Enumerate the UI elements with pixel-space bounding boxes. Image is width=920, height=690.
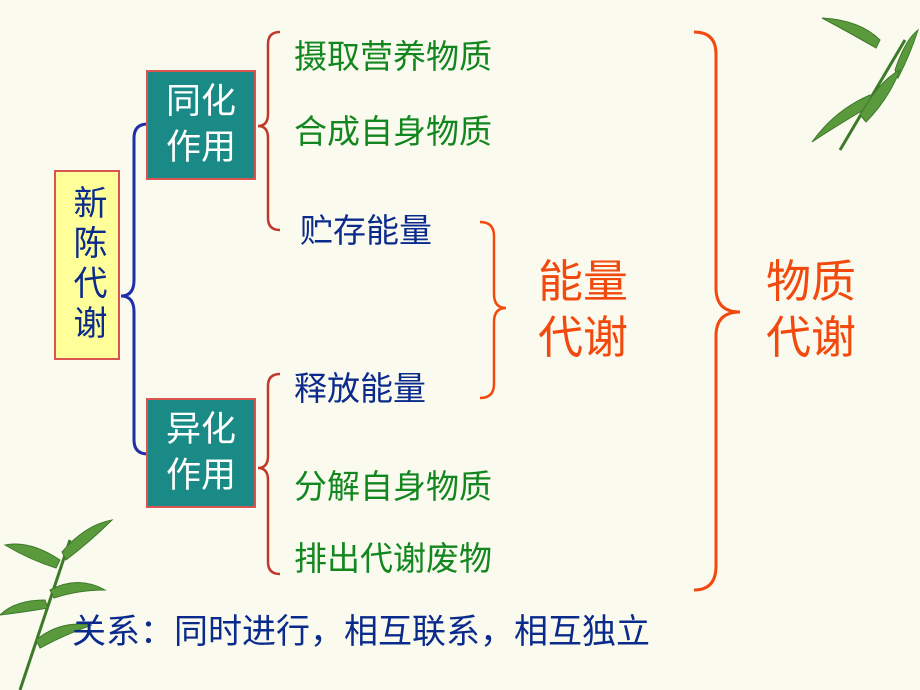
item-synthesize-substances: 合成自身物质 — [294, 112, 492, 151]
energy-metabolism-label: 能量 代谢 — [528, 254, 638, 366]
anabolism-box: 同化 作用 — [146, 70, 256, 180]
item-excrete-waste: 排出代谢废物 — [294, 539, 492, 578]
root-label: 新陈代谢 — [67, 185, 107, 345]
material-brace — [693, 30, 741, 592]
item-intake-nutrients: 摄取营养物质 — [294, 37, 492, 76]
metabolism-root-box: 新陈代谢 — [54, 170, 120, 360]
bamboo-top-right-icon — [811, 17, 919, 151]
energy-brace — [479, 220, 507, 400]
relationship-footer: 关系：同时进行，相互联系，相互独立 — [72, 612, 650, 652]
catabolism-line2: 作用 — [165, 456, 236, 496]
item-release-energy: 释放能量 — [294, 369, 426, 408]
catabolism-box: 异化 作用 — [146, 398, 256, 508]
catabolism-brace — [257, 372, 281, 576]
energy-metabolism-line1: 能量 — [537, 255, 628, 308]
anabolism-line1: 同化 — [165, 82, 236, 122]
material-metabolism-line2: 代谢 — [765, 311, 856, 364]
anabolism-brace — [257, 30, 281, 232]
bamboo-bottom-left-icon — [0, 519, 114, 690]
material-metabolism-line1: 物质 — [765, 255, 856, 308]
anabolism-line2: 作用 — [165, 128, 236, 168]
item-store-energy: 贮存能量 — [300, 211, 432, 250]
energy-metabolism-line2: 代谢 — [537, 311, 628, 364]
material-metabolism-label: 物质 代谢 — [756, 254, 866, 366]
catabolism-line1: 异化 — [165, 410, 236, 450]
root-brace — [120, 122, 149, 456]
item-decompose-substances: 分解自身物质 — [294, 467, 492, 506]
